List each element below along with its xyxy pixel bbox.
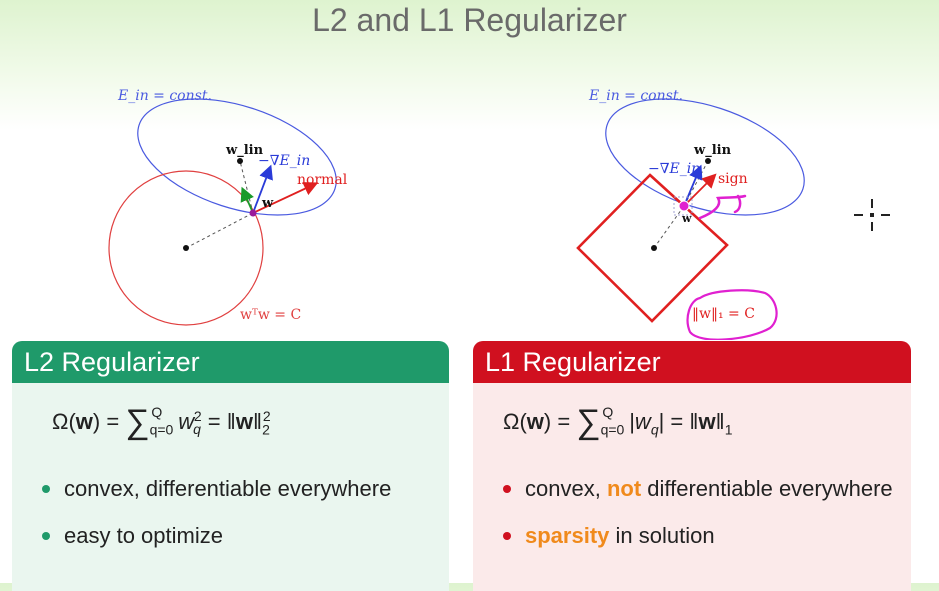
l1-bullet-item: sparsity in solution [497, 520, 897, 551]
l1-w-dot [678, 200, 690, 212]
crosshair-cursor-icon [854, 199, 890, 231]
l1-grad-arrow [683, 164, 703, 207]
l1-w-highlight-box [673, 196, 693, 216]
l1-wlin-dot [705, 158, 711, 164]
l2-w-dot [249, 209, 257, 217]
l1-bullet-text: in solution [609, 523, 715, 548]
l2-bullet-item: convex, differentiable everywhere [36, 473, 436, 504]
l1-bullet-item: convex, not differentiable everywhere [497, 473, 897, 504]
slide-title: L2 and L1 Regularizer [312, 2, 627, 38]
l1-bullet-highlight: not [606, 476, 642, 501]
l2-origin-dot [183, 245, 189, 251]
l1-sign-arrow [683, 173, 717, 207]
bullet-dot-icon [503, 532, 511, 540]
bullet-dot-icon [42, 485, 50, 493]
regularizer-diagrams: E_in = const. w_lin −∇E_in w normal wᵀw … [108, 88, 890, 340]
l2-bullet-text: convex, differentiable everywhere [64, 476, 392, 501]
l1-bullet-list: convex, not differentiable everywhere sp… [497, 473, 897, 567]
l2-bullet-text: easy to optimize [64, 523, 223, 548]
pen-annotation-squiggle [698, 194, 747, 220]
l1-wlin-label: w_lin [693, 143, 732, 158]
l1-bullet-text: convex, [525, 476, 607, 501]
l1-diagram: E_in = const. w_lin −∇E_in sign w ‖w‖₁ =… [576, 88, 805, 340]
pen-annotation-circle [686, 289, 778, 340]
l2-bullet-item: easy to optimize [36, 520, 436, 551]
l2-constraint-label: wᵀw = C [240, 307, 301, 323]
l1-bullet-text: differentiable everywhere [641, 476, 893, 501]
l2-contour-label: E_in = const. [117, 88, 212, 104]
l2-constraint-circle [108, 170, 264, 326]
l2-ein-contour [137, 98, 337, 216]
l1-contour-label: E_in = const. [588, 88, 683, 104]
l2-tangent-arrow [240, 186, 254, 214]
l1-grad-label: −∇E_in [648, 161, 700, 177]
l2-bullet-list: convex, differentiable everywhere easy t… [36, 473, 436, 567]
bullet-dot-icon [503, 485, 511, 493]
l1-formula: Ω(w) = ∑q=0Q|wq| = ‖w‖1 [503, 403, 733, 441]
bullet-dot-icon [42, 532, 50, 540]
l2-wlin-dot [237, 158, 243, 164]
l1-origin-dot [651, 245, 657, 251]
l2-grad-label: −∇E_in [258, 153, 310, 169]
l1-constraint-label: ‖w‖₁ = C [692, 306, 755, 322]
l1-w-label: w [681, 212, 692, 225]
l2-panel-header: L2 Regularizer [12, 341, 449, 383]
l2-w-label: w [261, 196, 274, 211]
l1-constraint-diamond [576, 173, 729, 323]
l1-panel-header: L1 Regularizer [473, 341, 911, 383]
l1-regularizer-panel: L1 Regularizer Ω(w) = ∑q=0Q|wq| = ‖w‖1 c… [473, 341, 911, 591]
l2-grad-arrow [252, 164, 273, 214]
l1-sign-label: sign [718, 171, 748, 187]
l2-normal-label: normal [297, 172, 348, 188]
l2-wlin-label: w_lin [225, 143, 264, 158]
l2-normal-arrow [252, 182, 319, 214]
l1-bullet-highlight: sparsity [525, 523, 610, 548]
l2-diagram: E_in = const. w_lin −∇E_in w normal wᵀw … [108, 88, 348, 326]
